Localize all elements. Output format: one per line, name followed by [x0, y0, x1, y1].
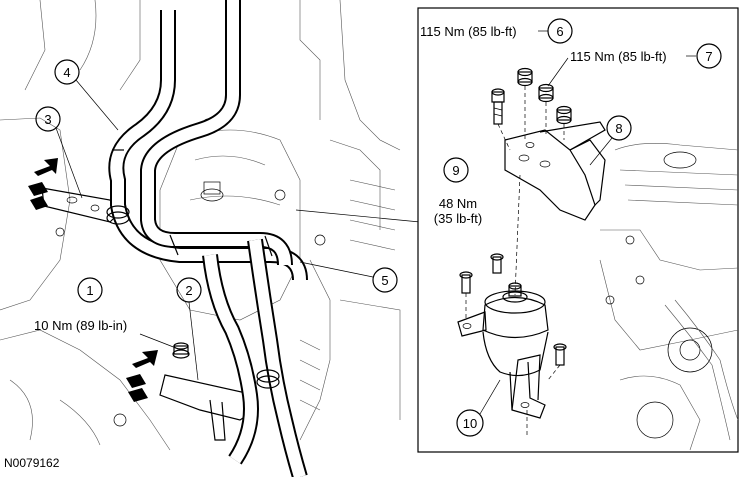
- svg-text:9: 9: [452, 163, 459, 178]
- direction-arrow-icon: [28, 158, 58, 210]
- callout-3: 3: [35, 106, 83, 199]
- inset-background-engine: [599, 143, 739, 451]
- callout-7: 115 Nm (85 lb-ft) 7: [547, 43, 722, 87]
- svg-text:10: 10: [463, 416, 477, 431]
- nut-icon: [517, 67, 533, 87]
- engine-background: [0, 0, 401, 451]
- svg-text:115 Nm (85 lb-ft): 115 Nm (85 lb-ft): [420, 24, 517, 39]
- bolt-icon: [490, 253, 504, 274]
- callout-5: 5: [299, 261, 398, 293]
- svg-text:3: 3: [44, 112, 51, 127]
- svg-text:5: 5: [381, 273, 388, 288]
- svg-text:(35 lb-ft): (35 lb-ft): [434, 211, 482, 226]
- torque-spec-1: 10 Nm (89 lb-in): [34, 318, 127, 333]
- hose-assembly: [106, 0, 308, 477]
- svg-text:6: 6: [556, 24, 563, 39]
- nut-icon: [556, 105, 572, 125]
- figure-id: N0079162: [4, 456, 60, 470]
- callout-8: 8: [589, 115, 632, 166]
- callout-9: 9 48 Nm (35 lb-ft): [434, 157, 482, 226]
- callout-4: 4: [54, 59, 119, 131]
- svg-text:48 Nm: 48 Nm: [439, 196, 477, 211]
- direction-arrow-icon: [126, 350, 158, 402]
- nut-icon: [538, 83, 554, 103]
- svg-text:115 Nm (85 lb-ft): 115 Nm (85 lb-ft): [570, 49, 667, 64]
- detail-inset-frame: [417, 7, 739, 453]
- callout-2: 2: [176, 277, 202, 381]
- engine-mount-bracket: [504, 121, 606, 221]
- bolt-icon: [172, 342, 190, 359]
- svg-text:7: 7: [705, 49, 712, 64]
- callout-1: 1: [77, 277, 103, 303]
- callout-6: 115 Nm (85 lb-ft) 6: [420, 18, 573, 44]
- svg-text:4: 4: [63, 65, 70, 80]
- engine-mount-insulator: [457, 282, 549, 419]
- svg-text:2: 2: [185, 283, 192, 298]
- svg-text:1: 1: [86, 283, 93, 298]
- svg-text:8: 8: [615, 121, 622, 136]
- callout-10: 10: [456, 379, 501, 437]
